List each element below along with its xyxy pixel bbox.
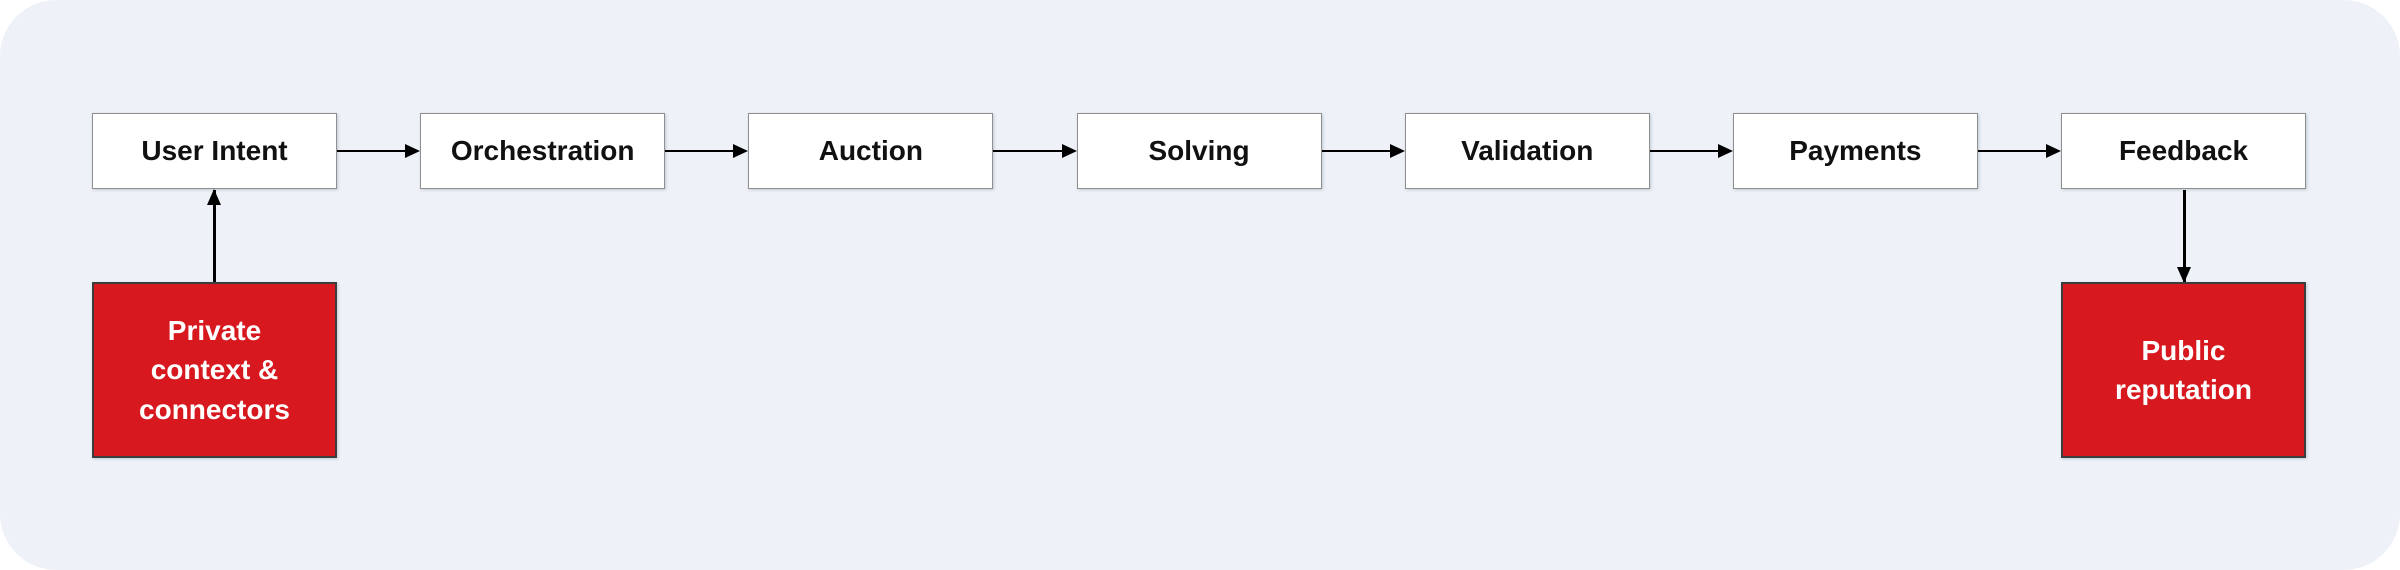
arrow-auction-to-solving-icon <box>993 149 1075 153</box>
arrow-validation-to-payments-icon <box>1649 149 1731 153</box>
flow-node-orchestration: Orchestration <box>420 113 666 189</box>
flow-node-auction: Auction <box>748 113 994 189</box>
arrow-payments-to-feedback-icon <box>1977 149 2060 153</box>
annotation-private-context-connectors: Private context & connectors <box>92 282 337 458</box>
arrow-orchestration-to-auction-icon <box>665 149 747 153</box>
arrow-solving-to-validation-icon <box>1321 149 1403 153</box>
flow-node-user-intent: User Intent <box>92 113 337 189</box>
arrow-private-context-to-user-intent-icon <box>213 190 216 282</box>
arrow-user-intent-to-orchestration-icon <box>337 149 419 153</box>
arrow-feedback-to-public-reputation-icon <box>2183 190 2186 282</box>
annotation-public-reputation: Public reputation <box>2061 282 2306 458</box>
flow-node-solving: Solving <box>1076 113 1322 189</box>
flow-node-payments: Payments <box>1732 113 1978 189</box>
flow-node-validation: Validation <box>1404 113 1650 189</box>
flow-node-feedback: Feedback <box>2061 113 2307 189</box>
flow-row: User Intent Orchestration Auction Solvin… <box>92 113 2307 189</box>
